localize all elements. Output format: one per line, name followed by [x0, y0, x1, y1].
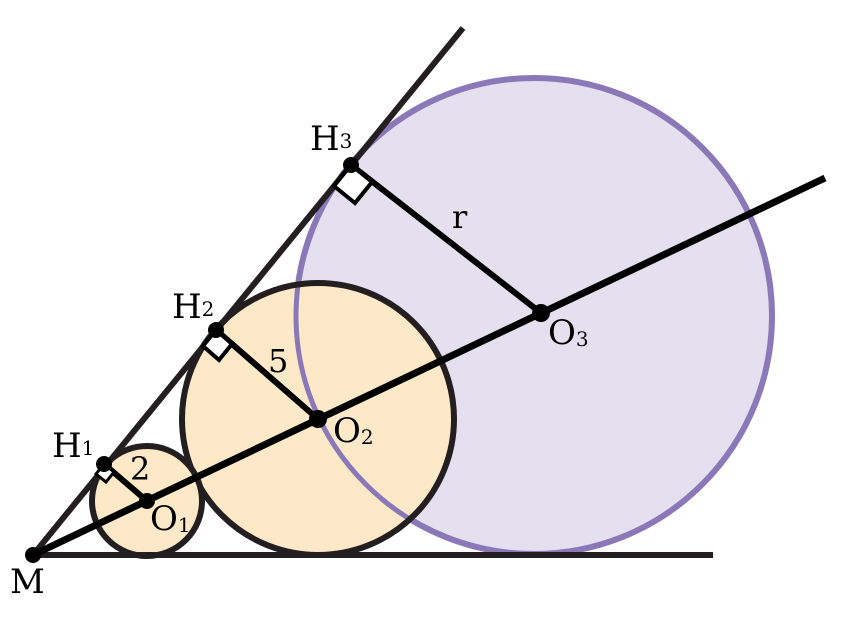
- right-angle-h2: [200, 327, 235, 363]
- circle-o2-outline-overlap: [293, 283, 454, 555]
- label-h2: H2: [172, 287, 214, 327]
- point-h3: [343, 157, 359, 173]
- right-angle-h3: [331, 162, 375, 206]
- radius-o3-h3: [349, 162, 543, 316]
- point-h2: [208, 322, 224, 338]
- label-o1: O1: [150, 499, 191, 539]
- point-m: [25, 547, 41, 563]
- point-o1: [139, 493, 155, 509]
- point-h1: [96, 456, 112, 472]
- bisector-line: [31, 174, 827, 559]
- label-h1: H1: [52, 426, 94, 466]
- label-radius-2: 2: [130, 450, 150, 488]
- label-radius-5: 5: [268, 342, 288, 380]
- point-o2: [309, 410, 327, 428]
- label-m: M: [10, 562, 45, 602]
- label-o3: O3: [548, 313, 589, 353]
- label-radius-r: r: [452, 198, 468, 236]
- label-o2: O2: [333, 411, 374, 451]
- point-o3: [532, 304, 550, 322]
- label-h3: H3: [310, 119, 352, 159]
